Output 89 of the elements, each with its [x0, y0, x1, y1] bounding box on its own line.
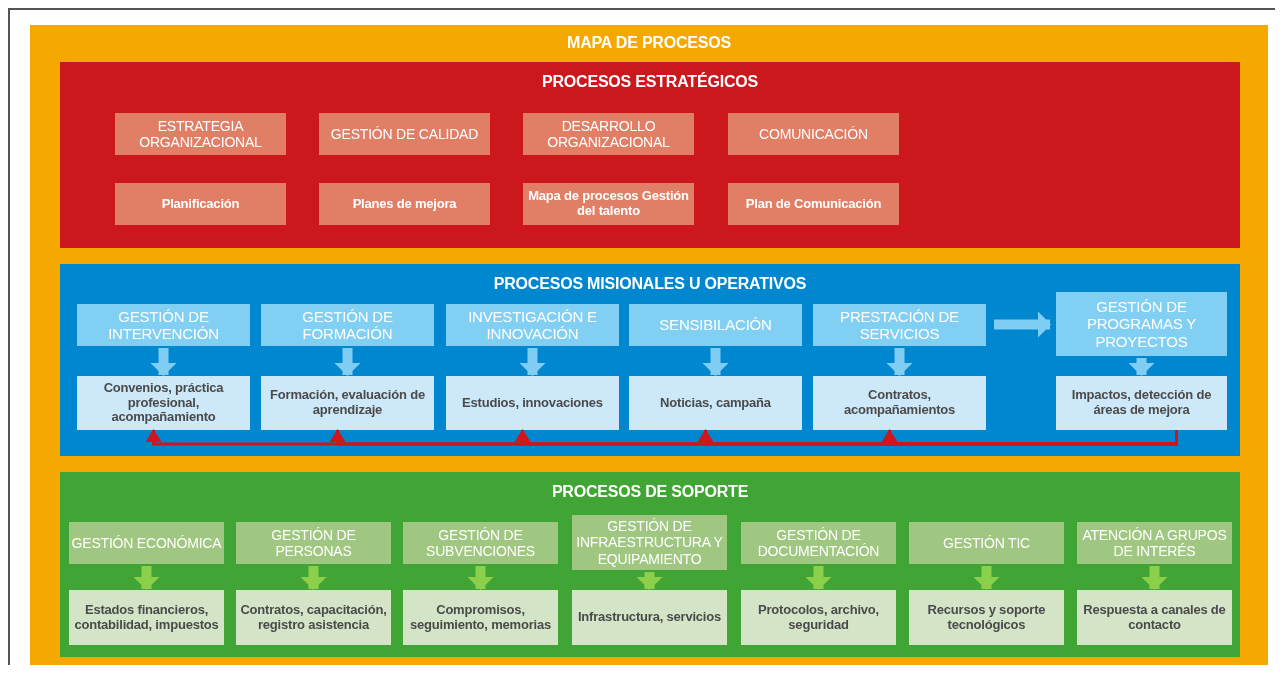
block-arrow [702, 348, 729, 376]
process-box [741, 590, 896, 645]
process-label: GESTIÓN DE CALIDAD [330, 125, 479, 143]
section-title: PROCESOS DE SOPORTE [551, 483, 749, 502]
process-box [909, 522, 1064, 564]
process-label: DESARROLLO ORGANIZACIONAL [546, 117, 671, 151]
section-title: PROCESOS MISIONALES U OPERATIVOS [493, 275, 807, 294]
block-arrow [1141, 566, 1168, 590]
process-box [572, 590, 727, 645]
feedback-arrow [881, 429, 1178, 446]
process-label: ESTRATEGIA ORGANIZACIONAL [138, 117, 263, 151]
process-box [69, 590, 224, 645]
process-label: PRESTACIÓN DE SERVICIOS [839, 307, 960, 343]
process-label: Recursos y soporte tecnológicos [926, 602, 1047, 633]
process-label: SENSIBILACIÓN [659, 316, 772, 334]
process-box [523, 113, 694, 155]
process-label: Infrastructura, servicios [577, 610, 722, 625]
process-label: GESTIÓN DE SUBVENCIONES [425, 526, 536, 560]
process-box [629, 304, 802, 346]
process-label: ATENCIÓN A GRUPOS DE INTERÉS [1081, 526, 1228, 560]
process-label: Estudios, innovaciones [462, 395, 603, 411]
process-label: Plan de Comunicación [745, 196, 882, 212]
block-arrow [994, 311, 1051, 338]
process-label: GESTIÓN ECONÓMICA [71, 534, 222, 552]
process-label: Planes de mejora [352, 196, 457, 212]
process-label: GESTIÓN TIC [943, 534, 1030, 552]
section-title: PROCESOS ESTRATÉGICOS [542, 73, 758, 92]
process-box [813, 304, 986, 346]
block-arrow [636, 572, 663, 590]
process-box [1056, 292, 1227, 356]
process-label: Compromisos, seguimiento, memorias [409, 602, 552, 633]
process-label: GESTIÓN DE PERSONAS [270, 526, 357, 560]
section-panel [60, 62, 1240, 248]
block-arrow [133, 566, 160, 590]
process-label: INVESTIGACIÓN E INNOVACIÓN [467, 307, 598, 343]
process-label: COMUNICACIÓN [759, 125, 868, 143]
block-arrow [467, 566, 494, 590]
process-box [319, 183, 490, 225]
section-title: MAPA DE PROCESOS [567, 34, 731, 53]
section-panel [60, 472, 1240, 657]
process-label: Impactos, detección de áreas de mejora [1070, 388, 1213, 418]
process-box [236, 522, 391, 564]
process-box [728, 183, 899, 225]
process-box [909, 590, 1064, 645]
block-arrow [973, 566, 1000, 590]
block-arrow [300, 566, 327, 590]
process-box [319, 113, 490, 155]
process-box [77, 304, 250, 346]
block-arrow [150, 348, 177, 376]
process-label: Contratos, capacitación, registro asistencia [239, 602, 388, 633]
block-arrow [519, 348, 546, 376]
process-label: GESTIÓN DE INTERVENCIÓN [107, 307, 220, 343]
block-arrow [334, 348, 361, 376]
process-label: Formación, evaluación de aprendizaje [269, 388, 426, 418]
process-box [446, 376, 619, 430]
section-panel [60, 264, 1240, 456]
process-label: Mapa de procesos Gestión del talento [527, 189, 690, 219]
process-box [813, 376, 986, 430]
process-label: Respuesta a canales de contacto [1082, 602, 1227, 633]
block-arrow [1128, 358, 1155, 376]
process-label: GESTIÓN DE PROGRAMAS Y PROYECTOS [1085, 298, 1198, 350]
process-box [115, 183, 286, 225]
section-panel [30, 25, 1268, 665]
process-box [69, 522, 224, 564]
process-box [1077, 590, 1232, 645]
process-box [403, 522, 558, 564]
process-box [403, 590, 558, 645]
process-box [261, 304, 434, 346]
process-label: GESTIÓN DE DOCUMENTACIÓN [756, 526, 881, 560]
process-box [236, 590, 391, 645]
process-box [629, 376, 802, 430]
block-arrow [886, 348, 913, 376]
process-label: GESTIÓN DE FORMACIÓN [301, 307, 394, 343]
process-box [115, 113, 286, 155]
process-box [261, 376, 434, 430]
process-label: Protocolos, archivo, seguridad [757, 602, 880, 633]
process-label: Contratos, acompañamientos [842, 388, 957, 418]
process-label: Planificación [161, 196, 240, 212]
process-label: Noticias, campaña [660, 395, 771, 411]
process-box [728, 113, 899, 155]
process-label: Convenios, práctica profesional, acompañamiento [102, 380, 225, 426]
block-arrow [805, 566, 832, 590]
process-label: Estados financieros, contabilidad, impuestos [73, 602, 220, 633]
process-box [446, 304, 619, 346]
process-box [741, 522, 896, 564]
process-box [523, 183, 694, 225]
process-box [1056, 376, 1227, 430]
process-box [77, 376, 250, 430]
process-label: GESTIÓN DE INFRAESTRUCTURA Y EQUIPAMIENTO [575, 518, 724, 567]
